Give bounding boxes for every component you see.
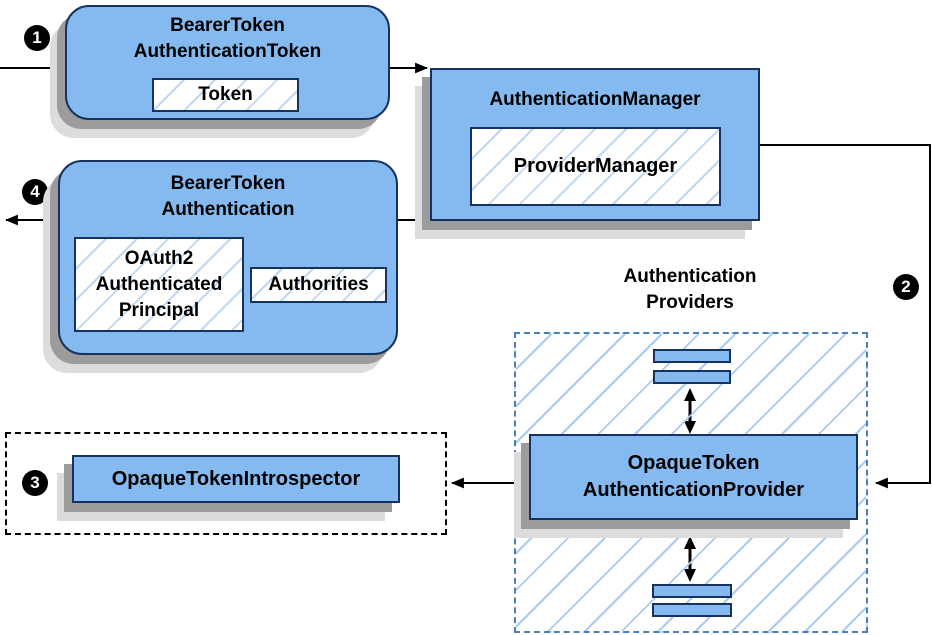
node-title-line: Authentication	[161, 199, 295, 220]
node-title-line: OpaqueToken	[627, 452, 760, 474]
oauth2-authenticated-principal-box: OAuth2 Authenticated Principal	[74, 237, 244, 332]
arrow-manager-to-provider	[760, 144, 931, 489]
provider-bar	[652, 584, 732, 598]
step-3-badge: 3	[22, 470, 48, 496]
node-opaque-token-introspector: OpaqueTokenIntrospector	[72, 455, 400, 503]
node-title-line: BearerToken	[170, 15, 285, 36]
step-4-badge: 4	[22, 179, 48, 205]
step-1-badge: 1	[24, 25, 50, 51]
provider-bar	[652, 603, 732, 617]
node-bearer-token-authentication: BearerToken Authentication OAuth2 Authen…	[58, 160, 398, 355]
provider-bar	[653, 349, 731, 363]
principal-label-line: Authenticated	[95, 273, 223, 295]
authorities-label: Authorities	[268, 274, 369, 295]
provider-bar	[653, 370, 731, 384]
node-title-line: BearerToken	[170, 173, 286, 194]
introspector-label: OpaqueTokenIntrospector	[111, 467, 361, 490]
node-bearer-token-authentication-token: BearerToken AuthenticationToken Token	[65, 5, 390, 120]
token-label: Token	[198, 84, 253, 105]
providers-label-line: Providers	[646, 292, 734, 313]
introspector-container	[5, 432, 447, 535]
node-title-line: AuthenticationToken	[133, 41, 322, 62]
principal-label-line: OAuth2	[124, 247, 194, 269]
authorities-box: Authorities	[250, 267, 387, 303]
node-authentication-manager: AuthenticationManager ProviderManager	[430, 68, 760, 221]
provider-manager-label: ProviderManager	[513, 155, 678, 177]
authentication-providers-label: Authentication Providers	[560, 264, 820, 316]
token-box: Token	[152, 78, 299, 112]
node-title-line: AuthenticationProvider	[582, 479, 805, 501]
providers-label-line: Authentication	[623, 266, 757, 287]
node-title-line: AuthenticationManager	[489, 89, 701, 110]
provider-manager-box: ProviderManager	[470, 127, 721, 206]
step-2-badge: 2	[893, 274, 919, 300]
principal-label-line: Principal	[118, 299, 200, 321]
node-opaque-token-authentication-provider: OpaqueToken AuthenticationProvider	[529, 434, 858, 520]
